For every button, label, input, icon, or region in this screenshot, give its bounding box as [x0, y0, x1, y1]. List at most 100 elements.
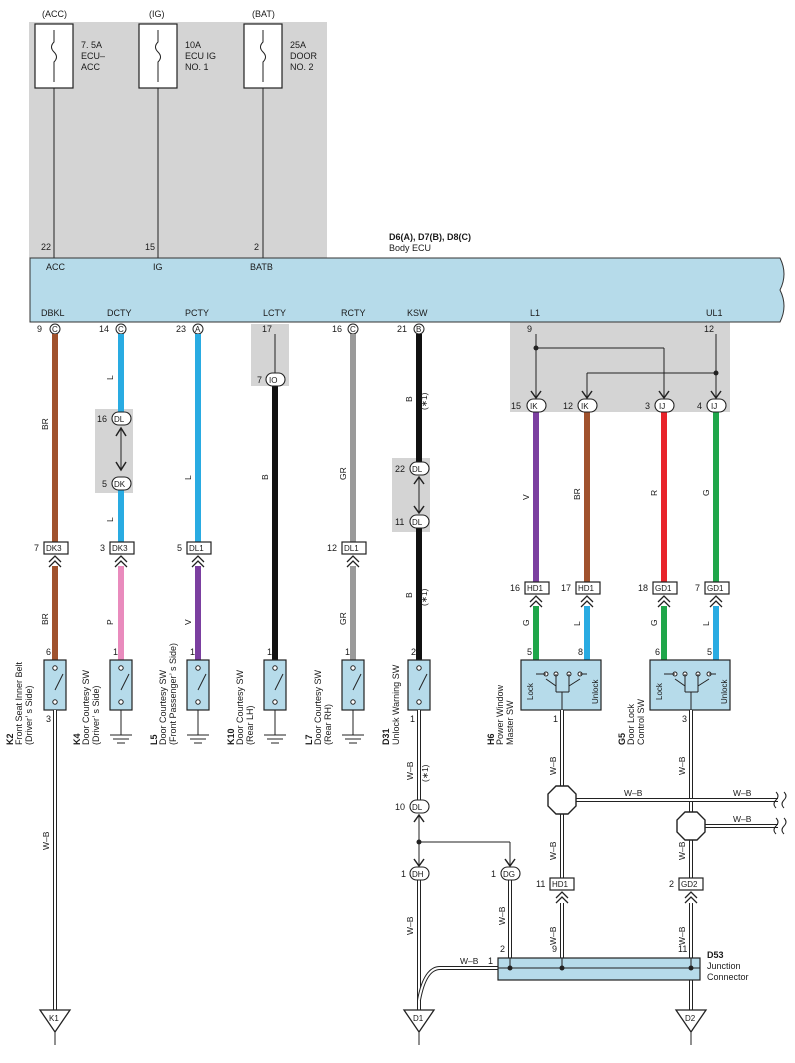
svg-text:DL: DL	[412, 465, 423, 474]
svg-text:7: 7	[695, 583, 700, 593]
svg-text:IJ: IJ	[711, 402, 717, 411]
svg-text:W–B: W–B	[677, 841, 687, 860]
svg-text:22: 22	[41, 242, 51, 252]
svg-text:DH: DH	[412, 870, 424, 879]
switch-g5: 6 5 Lock Unlock 3 G5 Door Lock Control S…	[617, 647, 731, 745]
svg-text:Power Window: Power Window	[495, 684, 505, 745]
svg-text:L5: L5	[149, 734, 159, 745]
svg-text:(ACC): (ACC)	[42, 9, 67, 19]
connector-io: IO 7	[257, 372, 286, 387]
svg-text:Lock: Lock	[655, 682, 664, 700]
splice-g5	[676, 811, 706, 841]
connector-row-dk3-dl1: DK3 7 DK3 3 DL1 5 DL1 12	[34, 541, 367, 568]
svg-text:NO. 1: NO. 1	[185, 62, 209, 72]
svg-text:W–B: W–B	[405, 916, 415, 935]
svg-text:7. 5A: 7. 5A	[81, 40, 102, 50]
svg-text:HD1: HD1	[527, 584, 544, 593]
svg-text:DK: DK	[114, 480, 126, 489]
connector-hd1-gd2: HD1 11 GD2 2	[536, 877, 704, 904]
svg-text:12: 12	[704, 324, 714, 334]
svg-text:W–B: W–B	[677, 926, 687, 945]
svg-text:A: A	[195, 325, 201, 334]
svg-text:RCTY: RCTY	[341, 308, 366, 318]
svg-text:1: 1	[410, 714, 415, 724]
svg-text:(∗1): (∗1)	[420, 764, 430, 782]
svg-text:BR: BR	[40, 613, 50, 625]
lock-splice-shade	[510, 322, 730, 412]
switch-k2: 6 3 K2 Front Seat Inner Belt (Driver’ s …	[5, 647, 67, 745]
connector-dl-dh-dg: DL 10 DH 1 DG 1	[395, 799, 521, 881]
svg-text:1: 1	[190, 647, 195, 657]
svg-text:B: B	[404, 592, 414, 598]
svg-text:Unlock Warning SW: Unlock Warning SW	[391, 664, 401, 745]
svg-text:W–B: W–B	[548, 926, 558, 945]
body-ecu-bus	[29, 257, 785, 323]
svg-text:12: 12	[327, 543, 337, 553]
switch-h6: 5 8 Lock Unlock 1 H6 Power Window Master…	[486, 647, 602, 745]
svg-text:GR: GR	[338, 612, 348, 625]
svg-text:16: 16	[510, 583, 520, 593]
switch-l7: 1 L7 Door Courtesy SW (Rear RH)	[304, 647, 365, 745]
svg-text:Door Lock: Door Lock	[626, 703, 636, 745]
svg-text:DK3: DK3	[46, 544, 62, 553]
svg-text:DL1: DL1	[189, 544, 204, 553]
svg-text:DL: DL	[412, 518, 423, 527]
svg-text:W–B: W–B	[41, 831, 51, 850]
svg-text:25A: 25A	[290, 40, 306, 50]
svg-text:DCTY: DCTY	[107, 308, 132, 318]
svg-text:ECU IG: ECU IG	[185, 51, 216, 61]
svg-text:C: C	[118, 325, 124, 334]
svg-text:G: G	[521, 619, 531, 626]
svg-text:HD1: HD1	[552, 880, 569, 889]
ecu-connectors-label: D6(A), D7(B), D8(C)	[389, 232, 471, 242]
svg-text:W–B: W–B	[733, 814, 752, 824]
svg-text:BR: BR	[40, 418, 50, 430]
svg-text:L: L	[183, 475, 193, 480]
svg-text:17: 17	[262, 324, 272, 334]
svg-text:G: G	[701, 489, 711, 496]
svg-text:G5: G5	[617, 733, 627, 745]
svg-text:14: 14	[99, 324, 109, 334]
svg-text:1: 1	[267, 647, 272, 657]
svg-text:1: 1	[488, 956, 493, 966]
svg-text:6: 6	[655, 647, 660, 657]
svg-text:DG: DG	[503, 870, 515, 879]
svg-text:2: 2	[669, 879, 674, 889]
svg-text:2: 2	[254, 242, 259, 252]
svg-text:GR: GR	[338, 467, 348, 480]
svg-text:P: P	[105, 619, 115, 625]
svg-text:10A: 10A	[185, 40, 201, 50]
svg-text:23: 23	[176, 324, 186, 334]
svg-text:Front Seat Inner Belt: Front Seat Inner Belt	[14, 661, 24, 745]
svg-text:V: V	[183, 619, 193, 625]
svg-text:L: L	[105, 375, 115, 380]
svg-text:DOOR: DOOR	[290, 51, 318, 61]
svg-text:K10: K10	[226, 728, 236, 745]
switch-l5: 1 L5 Door Courtesy SW (Front Passenger’ …	[149, 643, 210, 745]
svg-text:DK3: DK3	[112, 544, 128, 553]
svg-text:Junction: Junction	[707, 961, 741, 971]
svg-text:IO: IO	[269, 376, 277, 385]
svg-text:B: B	[404, 396, 414, 402]
svg-text:9: 9	[552, 944, 557, 954]
svg-text:3: 3	[682, 714, 687, 724]
svg-text:B: B	[416, 325, 421, 334]
svg-text:KSW: KSW	[407, 308, 428, 318]
connector-ik-ij: IK 15 IK 12 IJ 3 IJ 4	[511, 398, 727, 413]
svg-text:22: 22	[395, 464, 405, 474]
svg-text:K4: K4	[72, 733, 82, 745]
svg-text:DL: DL	[412, 803, 423, 812]
lock-splice-lines	[530, 334, 722, 400]
svg-text:W–B: W–B	[548, 841, 558, 860]
svg-text:(∗1): (∗1)	[419, 392, 429, 410]
svg-text:9: 9	[527, 324, 532, 334]
svg-text:L: L	[572, 621, 582, 626]
svg-text:3: 3	[645, 401, 650, 411]
svg-text:C: C	[350, 325, 356, 334]
svg-text:16: 16	[97, 414, 107, 424]
svg-text:2: 2	[411, 647, 416, 657]
svg-text:9: 9	[37, 324, 42, 334]
svg-text:11: 11	[678, 944, 687, 954]
svg-text:W–B: W–B	[497, 906, 507, 925]
svg-text:(Front Passenger’ s Side): (Front Passenger’ s Side)	[168, 643, 178, 745]
